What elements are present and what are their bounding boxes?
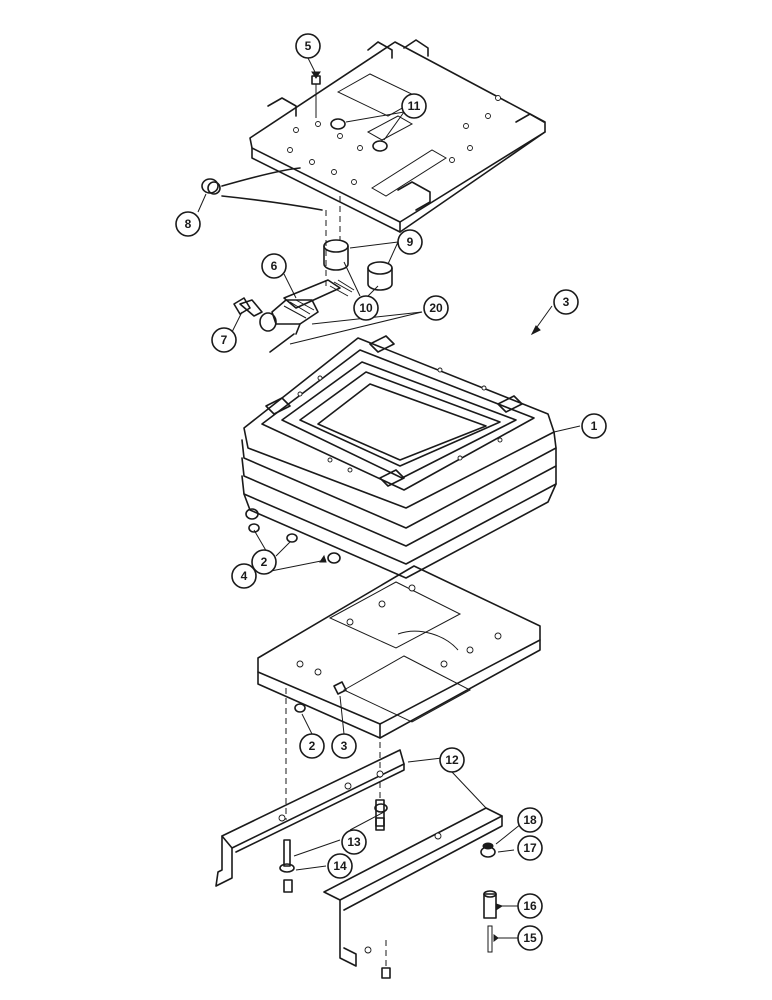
callout-18-label: 18 (523, 813, 537, 827)
callout-7: 7 (211, 327, 237, 353)
callout-14: 14 (327, 853, 353, 879)
callout-4-label: 4 (241, 569, 248, 583)
lower-fasteners (294, 681, 347, 713)
callout-18: 18 (517, 807, 543, 833)
washer-part-18 (482, 842, 494, 850)
mounting-bracket-part-12-left (215, 749, 405, 887)
callout-17-label: 17 (523, 841, 537, 855)
lower-base-plate (257, 565, 541, 739)
callout-6-label: 6 (271, 259, 278, 273)
callout-13: 13 (341, 829, 367, 855)
nut-part-11 (330, 118, 388, 152)
callout-3-lower: 3 (331, 733, 357, 759)
callout-2-lower: 2 (299, 733, 325, 759)
callout-7-label: 7 (221, 333, 228, 347)
callout-15: 15 (517, 925, 543, 951)
callout-14-label: 14 (333, 859, 347, 873)
callout-3-lower-label: 3 (341, 739, 348, 753)
callout-5: 5 (295, 33, 321, 59)
callout-10-label: 10 (359, 301, 373, 315)
callout-15-label: 15 (523, 931, 537, 945)
cable-and-knob-part-8 (201, 167, 323, 211)
nut-part-2-group (245, 508, 341, 564)
callout-1-label: 1 (591, 419, 598, 433)
callout-10: 10 (353, 295, 379, 321)
callout-13-label: 13 (347, 835, 361, 849)
callout-5-label: 5 (305, 39, 312, 53)
callout-12: 12 (439, 747, 465, 773)
callout-2-upper: 2 (251, 549, 277, 575)
callout-2-lower-label: 2 (309, 739, 316, 753)
callout-11-label: 11 (408, 99, 421, 113)
callout-8-label: 8 (185, 217, 192, 231)
washer-part-14 (279, 803, 388, 873)
bolt-part-7 (233, 297, 251, 315)
callout-1: 1 (581, 413, 607, 439)
callout-4: 4 (231, 563, 257, 589)
callout-17: 17 (517, 835, 543, 861)
callout-6: 6 (261, 253, 287, 279)
callout-2-upper-label: 2 (261, 555, 268, 569)
callout-9: 9 (397, 229, 423, 255)
screw-part-15 (487, 925, 493, 953)
callout-11: 11 (401, 93, 427, 119)
callout-9-label: 9 (407, 235, 414, 249)
top-seat-plate (249, 39, 546, 233)
callout-3-upper-label: 3 (563, 295, 570, 309)
callout-3-upper: 3 (553, 289, 579, 315)
spacer-part-16 (483, 890, 497, 919)
mounting-bracket-part-12-right (323, 807, 503, 967)
callout-20-label: 20 (429, 301, 443, 315)
callout-12-label: 12 (445, 753, 459, 767)
callout-8: 8 (175, 211, 201, 237)
callout-16: 16 (517, 893, 543, 919)
callout-20: 20 (423, 295, 449, 321)
bolt-part-13 (283, 799, 385, 893)
callout-16-label: 16 (523, 899, 537, 913)
height-adjuster-part-6 (239, 279, 355, 353)
bottom-bolt (381, 940, 391, 979)
rubber-bumper-part-9 (323, 239, 393, 291)
